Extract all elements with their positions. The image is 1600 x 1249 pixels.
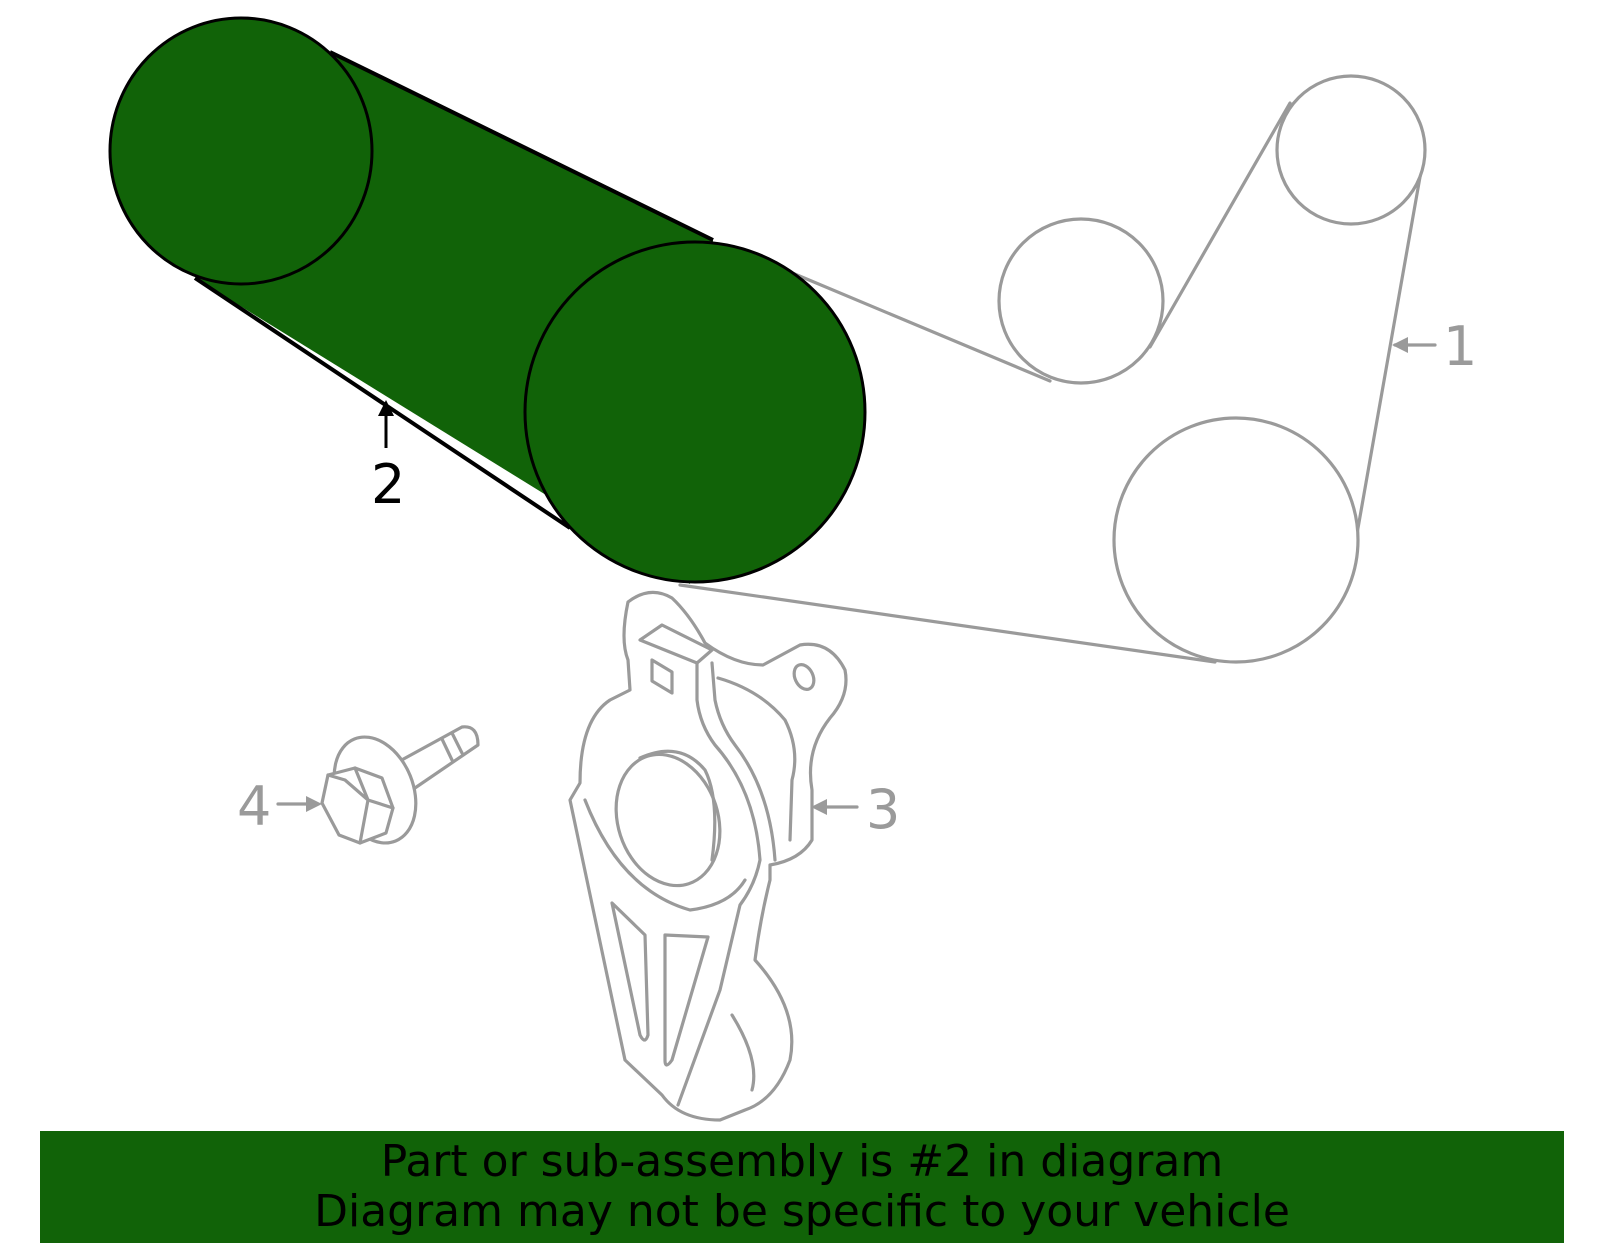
callout-4: 4 bbox=[237, 775, 322, 838]
callout-3-arrowhead bbox=[811, 799, 827, 815]
info-banner: Part or sub-assembly is #2 in diagram Di… bbox=[40, 1131, 1564, 1243]
serpentine-belt-routing bbox=[678, 74, 1427, 664]
bracket-flange bbox=[638, 623, 714, 665]
bracket-arm bbox=[716, 676, 797, 842]
callout-1: 1 bbox=[1392, 315, 1477, 378]
idler-pulley bbox=[997, 217, 1165, 385]
callout-2: 2 bbox=[371, 400, 405, 516]
belt-edge-upper bbox=[329, 50, 714, 242]
callout-3: 3 bbox=[811, 778, 900, 841]
banner-line-1: Part or sub-assembly is #2 in diagram bbox=[380, 1136, 1224, 1187]
belt-pulley-right bbox=[523, 240, 867, 584]
callout-1-label: 1 bbox=[1443, 315, 1477, 378]
drive-belt-highlight bbox=[108, 16, 867, 584]
bracket-rib bbox=[676, 661, 762, 1107]
banner-line-2: Diagram may not be specific to your vehi… bbox=[314, 1186, 1290, 1237]
callout-2-arrowhead bbox=[378, 400, 394, 416]
bore-rim bbox=[638, 749, 717, 862]
belt-tensioner bbox=[568, 590, 848, 1122]
thread-line bbox=[440, 737, 454, 762]
callout-4-arrowhead bbox=[306, 796, 322, 812]
tensioner-bolt bbox=[320, 725, 480, 845]
callout-4-label: 4 bbox=[237, 775, 271, 838]
hex-head-edges bbox=[326, 766, 395, 845]
bracket-slot-left bbox=[610, 901, 650, 1042]
bracket-slot-right bbox=[663, 933, 710, 1067]
belt-segment bbox=[788, 270, 1052, 383]
arm-curve bbox=[730, 1013, 756, 1092]
bracket-lower-curve bbox=[583, 798, 747, 912]
belt-edge-lower bbox=[193, 276, 572, 530]
mount-hole bbox=[792, 663, 816, 691]
upper-pulley bbox=[1275, 74, 1427, 226]
bracket-window bbox=[650, 658, 674, 695]
thread-line bbox=[450, 731, 464, 755]
bracket-rib-inner bbox=[710, 661, 777, 862]
belt-segment bbox=[678, 583, 1217, 664]
belt-segment bbox=[1148, 101, 1292, 349]
callout-1-arrowhead bbox=[1392, 337, 1408, 353]
callout-2-label: 2 bbox=[371, 453, 405, 516]
callout-3-label: 3 bbox=[866, 778, 900, 841]
crank-pulley bbox=[1112, 416, 1360, 664]
belt-pulley-left bbox=[108, 16, 374, 286]
belt-segment bbox=[1353, 158, 1425, 547]
